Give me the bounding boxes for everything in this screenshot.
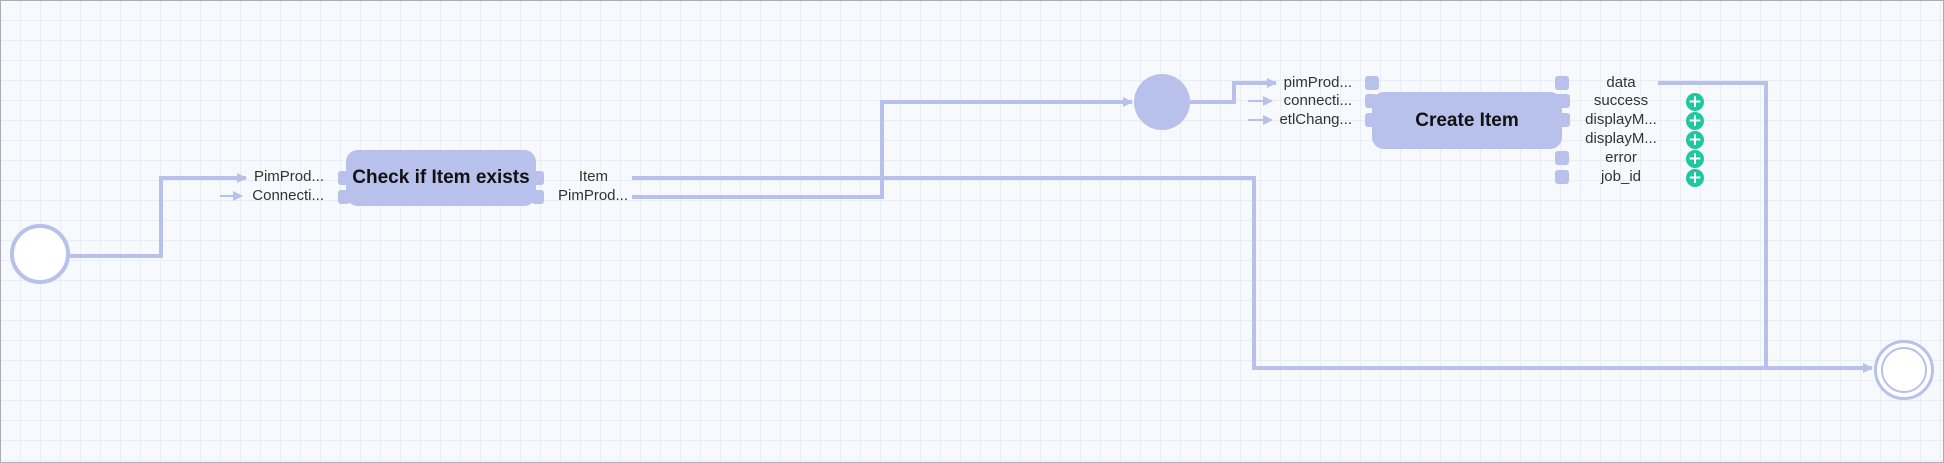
check-output-label: Item	[578, 168, 608, 185]
create-output-label: success	[1593, 92, 1649, 109]
check-input-label: Connecti...	[252, 187, 324, 204]
output-port-error[interactable]	[1555, 151, 1569, 165]
wire-data-to-end[interactable]	[1658, 81, 1768, 368]
create-input-label: connecti...	[1283, 92, 1352, 109]
check-item-title: Check if Item exists	[352, 167, 530, 188]
plus-circle-icon[interactable]: +	[1686, 130, 1704, 150]
wire-item-to-end[interactable]	[632, 176, 1873, 373]
create-input-label: pimProd...	[1283, 74, 1352, 91]
create-input-label: etlChang...	[1279, 111, 1352, 128]
output-port-data[interactable]	[1555, 76, 1569, 90]
plus-circle-icon[interactable]: +	[1686, 111, 1704, 131]
plus-circle-icon[interactable]: +	[1686, 92, 1704, 112]
create-output-label: displayM...	[1585, 111, 1657, 128]
wire-start-to-check[interactable]	[70, 173, 247, 258]
create-output-label: data	[1606, 74, 1636, 91]
create-output-port[interactable]	[1558, 113, 1570, 127]
check-output-label: PimProd...	[558, 187, 629, 204]
check-output-port[interactable]	[532, 171, 544, 185]
plus-circle-icon[interactable]: +	[1686, 149, 1704, 169]
check-item-node[interactable]: Check if Item exists	[346, 150, 536, 206]
plus-circle-icon[interactable]: +	[1686, 168, 1704, 188]
wire-pimprod-to-mid[interactable]	[632, 97, 1133, 199]
wire-mid-to-create[interactable]	[1190, 78, 1277, 104]
merge-node[interactable]	[1134, 74, 1190, 130]
create-output-label: job_id	[1600, 168, 1642, 185]
check-output-port[interactable]	[532, 190, 544, 204]
create-output-label: displayM...	[1585, 130, 1657, 147]
end-event[interactable]	[1874, 340, 1934, 400]
start-event[interactable]	[10, 224, 70, 284]
create-item-node[interactable]: Create Item	[1372, 92, 1562, 149]
check-input-label: PimProd...	[253, 168, 324, 185]
create-input-port[interactable]	[1365, 76, 1379, 90]
output-port-job-id[interactable]	[1555, 170, 1569, 184]
create-item-title: Create Item	[1415, 109, 1519, 131]
output-port-success[interactable]	[1555, 94, 1569, 108]
create-output-label: error	[1605, 149, 1637, 166]
